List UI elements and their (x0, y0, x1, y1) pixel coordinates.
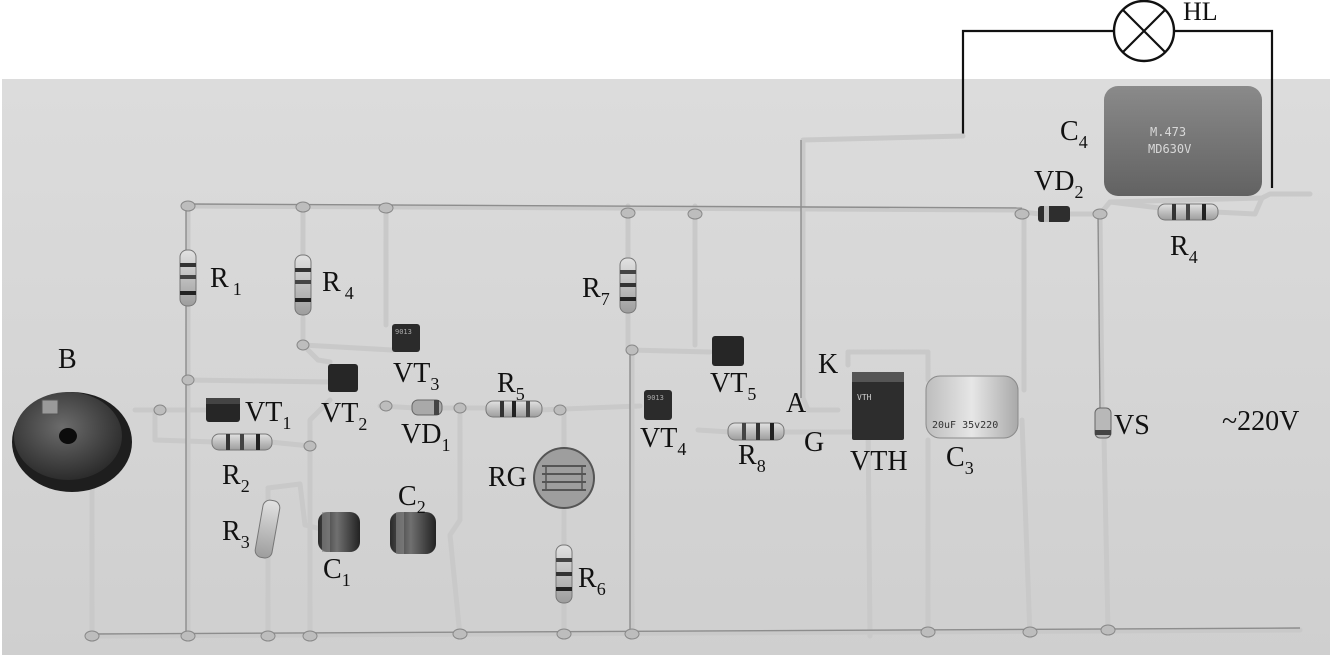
label-r3: R3 (222, 516, 250, 552)
transistor-vt1 (206, 398, 240, 422)
label-vd2: VD2 (1034, 166, 1083, 202)
c4-marking-1: M.473 (1150, 125, 1186, 139)
c3-marking: 20uF 35v220 (932, 420, 998, 431)
transistor-vt4: 9013 (644, 390, 672, 420)
photoresistor-rg (533, 447, 595, 509)
label-r5: R5 (497, 368, 525, 404)
lamp-hl (961, 0, 1274, 188)
label-vt4: VT4 (640, 423, 686, 459)
label-r7: R7 (582, 273, 610, 309)
buzzer-b (12, 392, 132, 492)
label-r8: R8 (738, 440, 766, 476)
label-r6: R6 (578, 563, 606, 599)
c4-marking-2: MD630V (1148, 142, 1191, 156)
label-vt2: VT2 (321, 398, 367, 434)
transistor-vt2 (328, 364, 358, 392)
resistor-r6 (555, 544, 573, 604)
resistor-r1 (179, 249, 197, 307)
label-c3: C3 (946, 442, 974, 478)
transistor-vt5 (712, 336, 744, 366)
resistor-r5 (485, 400, 543, 418)
vt3-marking: 9013 (395, 328, 412, 336)
label-vt5: VT5 (710, 368, 756, 404)
label-mains-voltage: ~220V (1222, 406, 1299, 437)
diode-vd1 (411, 399, 443, 416)
solder-joints (84, 200, 1116, 642)
capacitor-c1 (318, 512, 360, 552)
label-c4: C4 (1060, 116, 1088, 152)
resistor-r2 (211, 433, 273, 451)
label-vt1: VT1 (245, 397, 291, 433)
resistor-r4-right (1157, 203, 1219, 221)
capacitor-c3: 20uF 35v220 (925, 375, 1019, 439)
thyristor-vth: VTH (852, 372, 904, 440)
diode-vs (1094, 407, 1112, 439)
label-k: K (818, 349, 838, 380)
capacitor-c2 (390, 512, 436, 554)
vt4-marking: 9013 (647, 394, 664, 402)
capacitor-c4: M.473 MD630V (1104, 86, 1262, 196)
diode-vd2 (1038, 206, 1070, 222)
resistor-r3 (254, 499, 281, 559)
label-r4-right: R4 (1170, 231, 1198, 267)
label-g: G (804, 427, 824, 458)
label-vs: VS (1114, 410, 1150, 441)
label-a: A (786, 388, 807, 419)
label-rg: RG (488, 462, 527, 493)
wiring-highlights (91, 140, 1301, 636)
resistor-r4-left (294, 254, 312, 316)
label-b: B (58, 344, 77, 375)
label-c1: C1 (323, 554, 351, 590)
label-vt3: VT3 (393, 358, 439, 394)
label-vd1: VD1 (401, 419, 450, 455)
vth-marking: VTH (857, 393, 872, 402)
label-hl: HL (1183, 0, 1218, 26)
transistor-vt3: 9013 (392, 324, 420, 352)
resistor-r7 (619, 257, 637, 314)
label-vth: VTH (850, 446, 908, 477)
label-r2: R2 (222, 460, 250, 496)
label-c2: C2 (398, 481, 426, 517)
resistor-r8 (727, 422, 785, 441)
